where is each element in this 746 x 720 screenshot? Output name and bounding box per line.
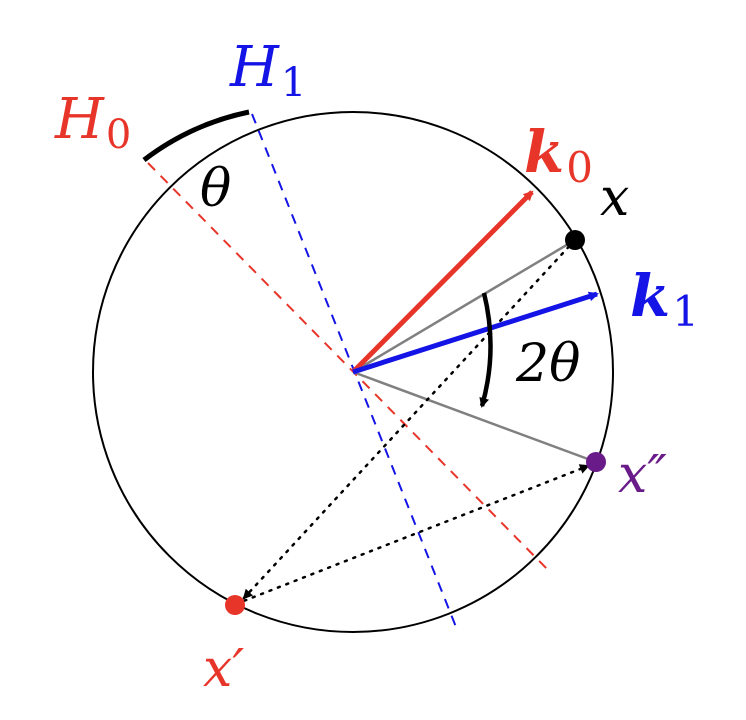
rotation-arrow-2theta (479, 292, 493, 408)
label-x-double-prime: x″ (618, 445, 667, 505)
label-h1: H1 (229, 35, 306, 106)
point-x (565, 230, 585, 250)
label-k0: k0 (524, 118, 593, 192)
label-2theta: 2θ (515, 334, 580, 394)
label-h0: H0 (54, 87, 131, 158)
dotted-path-x-prime-to-x-double-prime (234, 464, 590, 606)
label-x: x (600, 168, 629, 228)
hyperplane-h0-line (147, 162, 551, 573)
point-x-double-prime (586, 452, 606, 472)
label-theta: θ (200, 159, 231, 219)
vector-k0 (351, 190, 534, 374)
dotted-path-x-to-x-prime (242, 238, 577, 600)
radius-to-x-double-prime (352, 370, 597, 464)
point-x-prime (225, 595, 245, 615)
label-k1: k1 (630, 262, 699, 336)
theta-arc (142, 109, 250, 162)
radius-to-x (352, 238, 576, 374)
vector-k1 (352, 291, 599, 375)
unit-circle (92, 111, 614, 633)
label-x-prime: x′ (203, 639, 244, 699)
